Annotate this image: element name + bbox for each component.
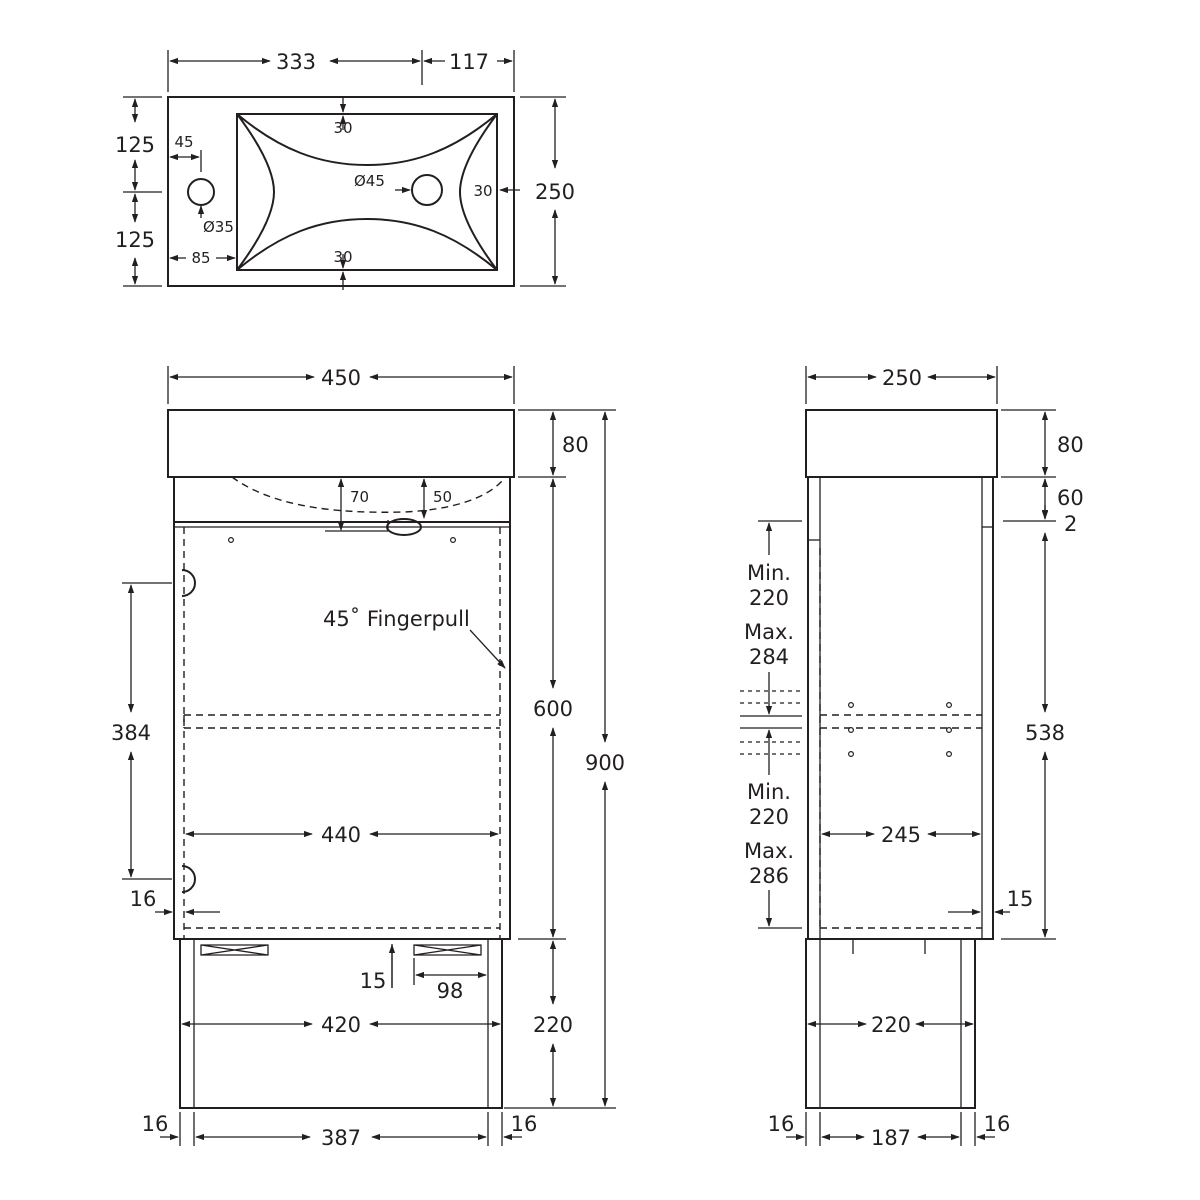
dim-2: 2 (1064, 512, 1077, 536)
dim-333: 333 (276, 50, 316, 74)
dim-117: 117 (449, 50, 489, 74)
dim-rim-bottom: 30 (333, 248, 352, 266)
basin-side (805, 409, 998, 478)
fingerpull-label: 45˚ Fingerpull (323, 607, 470, 631)
carcass-side (807, 476, 994, 940)
pin-hole (847, 750, 854, 757)
dim-440: 440 (321, 823, 361, 847)
min-label-1: Min. (747, 561, 791, 585)
dim-420: 420 (321, 1013, 361, 1037)
bowl-rect (236, 113, 498, 271)
front-view: 450 80 600 220 900 70 50 45˚ Fingerpull (111, 366, 625, 1150)
tap-hole (187, 178, 215, 206)
dim-387: 387 (321, 1126, 361, 1150)
dim-220-side: 220 (871, 1013, 911, 1037)
dim-tap-dia: Ø35 (203, 218, 234, 236)
pin-hole (945, 726, 952, 733)
dim-85: 85 (191, 249, 210, 267)
dim-16-foot-right: 16 (511, 1112, 538, 1136)
dim-15-back: 15 (1007, 887, 1034, 911)
pin-hole (945, 701, 952, 708)
min-val-1: 220 (749, 586, 789, 610)
dim-16-foot-left: 16 (142, 1112, 169, 1136)
max-val-2: 286 (749, 864, 789, 888)
dim-250-top: 250 (535, 180, 575, 204)
dim-250-side: 250 (882, 366, 922, 390)
dim-45-tap: 45 (174, 133, 193, 151)
dim-125-top: 125 (115, 133, 155, 157)
dim-125-bottom: 125 (115, 228, 155, 252)
min-val-2: 220 (749, 805, 789, 829)
dim-16-side-left: 16 (768, 1112, 795, 1136)
bowl-hidden (231, 476, 504, 513)
waste-outlet (386, 518, 422, 536)
hinge-bottom (181, 865, 196, 893)
dim-rim-right: 30 (473, 182, 492, 200)
dim-16-side-right: 16 (984, 1112, 1011, 1136)
dim-16-side: 16 (130, 887, 157, 911)
max-val-1: 284 (749, 645, 789, 669)
dim-rim-top: 30 (333, 119, 352, 137)
dim-450: 450 (321, 366, 361, 390)
label-bg (186, 246, 216, 266)
dim-245: 245 (881, 823, 921, 847)
dim-15-leg: 15 (360, 969, 387, 993)
plinth-side (805, 938, 976, 1109)
dim-60: 60 (1057, 486, 1084, 510)
dim-80-front: 80 (562, 433, 589, 457)
dim-600: 600 (533, 697, 573, 721)
dim-538: 538 (1025, 721, 1065, 745)
dim-50: 50 (433, 488, 452, 506)
foot-right (413, 944, 482, 956)
basin-front (167, 409, 515, 478)
dim-384: 384 (111, 721, 151, 745)
pin-hole (847, 726, 854, 733)
foot-left (200, 944, 269, 956)
basin-top-outline (167, 96, 515, 287)
side-view: 250 80 60 2 538 Min. 220 Max. 284 (740, 366, 1084, 1150)
top-view: 333 117 125 125 45 Ø35 85 30 30 (115, 50, 575, 290)
hinge-hole (228, 536, 235, 543)
pin-hole (847, 701, 854, 708)
hinge-hole (450, 536, 457, 543)
dim-80-side: 80 (1057, 433, 1084, 457)
max-label-1: Max. (744, 620, 794, 644)
dim-900: 900 (585, 751, 625, 775)
min-label-2: Min. (747, 780, 791, 804)
carcass-front (173, 476, 511, 940)
dim-98: 98 (437, 979, 464, 1003)
waste-hole (411, 174, 443, 206)
pin-hole (945, 750, 952, 757)
dim-187: 187 (871, 1126, 911, 1150)
fingerpull-leader (469, 629, 506, 669)
dim-220-front: 220 (533, 1013, 573, 1037)
plinth-front (179, 938, 503, 1109)
dim-waste-dia: Ø45 (354, 172, 385, 190)
hinge-top (181, 569, 196, 597)
max-label-2: Max. (744, 839, 794, 863)
bowl-curve (236, 113, 498, 271)
dim-70: 70 (350, 488, 369, 506)
